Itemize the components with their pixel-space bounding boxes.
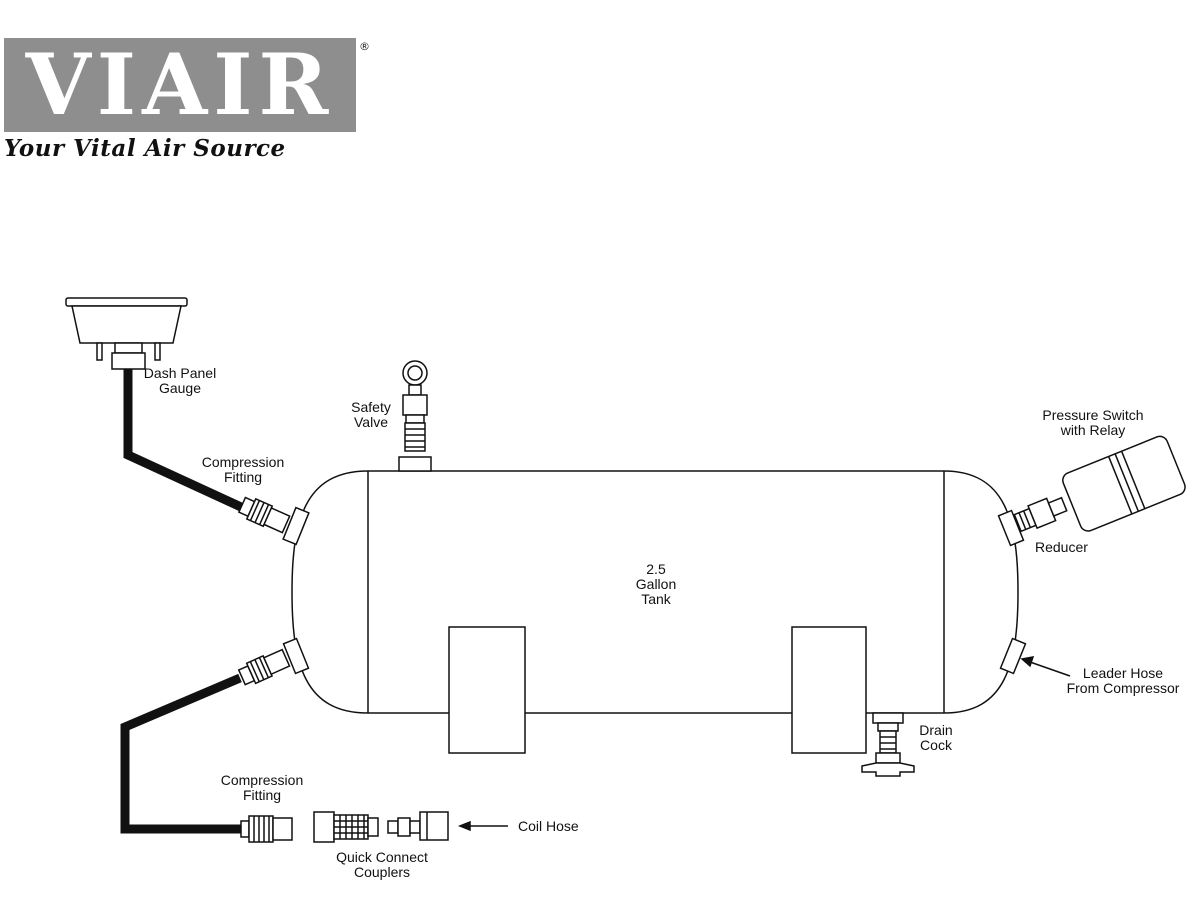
label-tank: 2.5 Gallon Tank [635,561,677,607]
mount-bracket-left [448,626,526,754]
tank-port-upper-left [282,506,310,546]
reducer-fitting [1013,496,1068,533]
label-drain-cock: Drain Cock [919,722,953,753]
label-coil-hose: Coil Hose [518,818,579,834]
pressure-switch-with-relay [1062,435,1186,532]
quick-connect-plug [387,811,449,841]
dash-panel-gauge [65,297,188,370]
label-quick-connect: Quick Connect Couplers [336,849,428,880]
compression-fitting-lower [237,648,291,686]
label-leader-hose: Leader Hose From Compressor [1066,665,1180,696]
label-pressure-switch: Pressure Switch with Relay [1042,407,1144,438]
label-dash-panel-gauge: Dash Panel Gauge [143,365,217,396]
mount-bracket-right [791,626,867,754]
leader-hose-arrow [1020,656,1071,677]
label-compression-fitting-bottom: Compression Fitting [220,772,304,803]
tank-port-lower-left [282,637,310,675]
registered-mark: ® [359,40,370,53]
gauge-hose [123,369,243,512]
leader-hose-port [999,637,1027,675]
logo-tagline: Your Vital Air Source [4,135,286,162]
top-port [398,456,432,472]
safety-valve [402,360,428,452]
quick-connect-coupler [313,811,379,843]
compression-fitting-top [237,496,291,534]
label-compression-fitting-top: Compression Fitting [201,454,285,485]
viair-logo: VIAIR [25,35,335,134]
lower-hose [120,673,242,834]
label-reducer: Reducer [1035,539,1088,555]
coil-hose-arrow [457,820,508,832]
label-safety-valve: Safety Valve [351,399,391,430]
drain-cock [861,712,915,777]
compression-fitting-bottom [240,815,293,843]
logo-background [4,38,356,132]
reducer-port [997,509,1025,547]
